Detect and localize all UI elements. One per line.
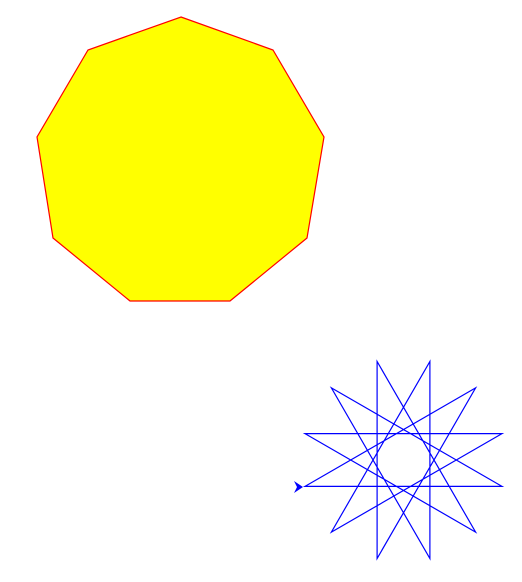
turtle-arrow-icon [294,481,303,493]
twelve-point-star [302,359,505,561]
yellow-nonagon [36,16,325,302]
blue-star-figure [294,359,505,561]
